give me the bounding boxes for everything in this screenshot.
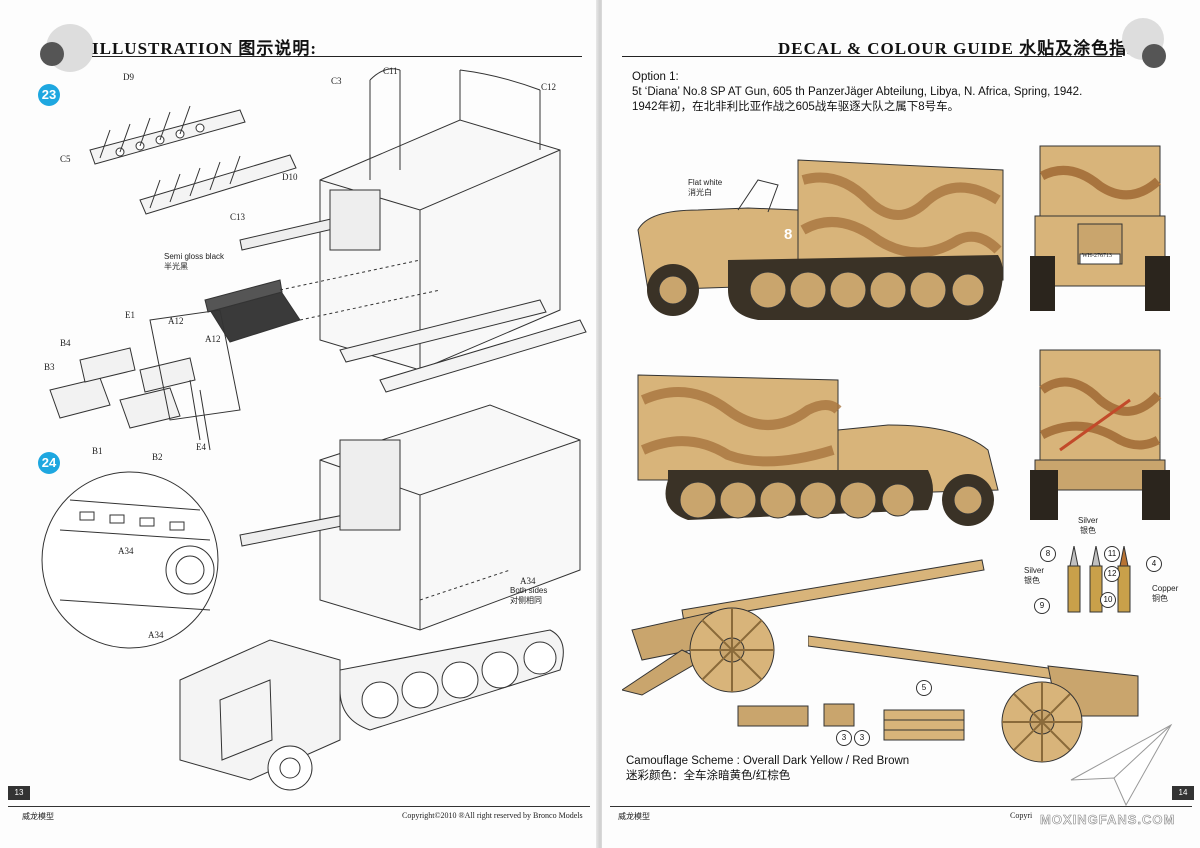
watermark-text: MOXINGFANS.COM	[1040, 812, 1176, 828]
note-cn: 铜色	[1152, 594, 1168, 603]
footer-copyright-right: Copyri	[1010, 811, 1033, 820]
step-24-assembly-drawing	[41, 404, 581, 791]
part-label: B1	[92, 446, 103, 456]
part-label: C11	[383, 66, 398, 76]
note-en: Copper	[1152, 584, 1179, 593]
vehicle-side-view-right	[637, 374, 999, 526]
part-label: E4	[196, 442, 206, 452]
decal-callout: 11	[1104, 546, 1120, 562]
note-en: Both sides	[510, 586, 548, 595]
watermark-paper-plane-icon	[1070, 723, 1173, 807]
header-rule-right	[622, 56, 1122, 57]
page-title-right: DECAL & COLOUR GUIDE 水贴及涂色指示:	[778, 39, 1152, 58]
option-heading: Option 1:	[632, 71, 679, 83]
part-label: B3	[44, 362, 55, 372]
decal-callout: 8	[1040, 546, 1056, 562]
option-caption: Option 1: 5t ‘Diana’ No.8 SP AT Gun, 605…	[632, 70, 1082, 115]
part-label: A12	[205, 334, 221, 344]
note-cn: 半光黑	[164, 262, 188, 271]
silver-note: Silver 银色	[1078, 516, 1098, 536]
copper-note: Copper 铜色	[1152, 584, 1178, 604]
note-cn: 消光白	[688, 188, 712, 197]
decal-callout: 9	[1034, 598, 1050, 614]
vehicle-rear-view	[1030, 349, 1170, 520]
part-label: A34	[148, 630, 164, 640]
left-page: ILLUSTRATION 图示说明: 23 24	[0, 0, 598, 848]
footer-brand-right: 威龙模型	[618, 812, 650, 821]
part-label: A34	[118, 546, 134, 556]
part-label: A12	[168, 316, 184, 326]
option-description-cn: 1942年初，在北非利比亚作战之605战车驱逐大队之属下8号车。	[632, 101, 960, 113]
silver-note: Silver 银色	[1024, 566, 1044, 586]
part-label: C5	[60, 154, 71, 164]
part-label: B2	[152, 452, 163, 462]
page-number-left: 13	[8, 786, 30, 800]
note-en: Silver	[1078, 516, 1099, 525]
note-cn: 银色	[1024, 576, 1040, 585]
camouflage-scheme-caption: Camouflage Scheme : Overall Dark Yellow …	[626, 754, 909, 784]
ammo-boxes-drawing	[737, 703, 965, 741]
header-decor-dot	[1142, 44, 1166, 68]
note-en: Semi gloss black	[164, 252, 225, 261]
part-label: A34	[520, 576, 536, 586]
part-label: C12	[541, 82, 557, 92]
decal-callout: 3	[836, 730, 852, 746]
vehicle-front-view	[1030, 145, 1170, 311]
part-label: E1	[125, 310, 135, 320]
note-cn: 银色	[1080, 526, 1096, 535]
footer-copyright-left: Copyright©2010 ®All right reserved by Br…	[402, 811, 583, 820]
note-cn: 对侧相同	[510, 596, 542, 605]
book-gutter	[596, 0, 604, 848]
option-description: 5t ‘Diana’ No.8 SP AT Gun, 605 th Panzer…	[632, 86, 1083, 98]
both-sides-note: Both sides 对侧相同	[510, 586, 547, 606]
camo-scheme-en: Camouflage Scheme : Overall Dark Yellow …	[626, 755, 910, 767]
part-label: C3	[331, 76, 342, 86]
license-plate: WH-276713	[1082, 253, 1112, 259]
footer-rule-right	[610, 806, 1192, 807]
part-label: C13	[230, 212, 246, 222]
decal-callout: 4	[1146, 556, 1162, 572]
page-number-right: 14	[1172, 786, 1194, 800]
pak-gun-left-view	[622, 559, 985, 696]
footer-rule-left	[8, 806, 590, 807]
camo-scheme-cn: 迷彩颜色：全车涂暗黄色/红棕色	[626, 770, 791, 782]
footer-brand-left: 威龙模型	[22, 812, 54, 821]
note-en: Silver	[1024, 566, 1045, 575]
flat-white-note: Flat white 消光白	[688, 178, 722, 198]
vehicle-side-view-left	[637, 159, 1004, 320]
semi-gloss-note: Semi gloss black 半光黑	[164, 252, 224, 272]
decal-callout: 10	[1100, 592, 1116, 608]
part-label: B4	[60, 338, 71, 348]
ammunition-rounds-drawing	[1067, 546, 1131, 613]
decal-callout: 3	[854, 730, 870, 746]
decal-callout: 5	[916, 680, 932, 696]
note-en: Flat white	[688, 178, 723, 187]
vehicle-number-marking: 8	[784, 226, 793, 243]
page-title-left: ILLUSTRATION 图示说明:	[92, 39, 318, 58]
header-rule-left	[92, 56, 582, 57]
part-label: D10	[282, 172, 298, 182]
header-decor-dot	[40, 42, 64, 66]
part-label: D9	[123, 72, 134, 82]
step-badge-24: 24	[38, 452, 60, 474]
step-badge-23: 23	[38, 84, 60, 106]
decal-callout: 12	[1104, 566, 1120, 582]
pak-gun-right-view	[808, 635, 1139, 763]
step-23-assembly-drawing	[49, 68, 587, 451]
